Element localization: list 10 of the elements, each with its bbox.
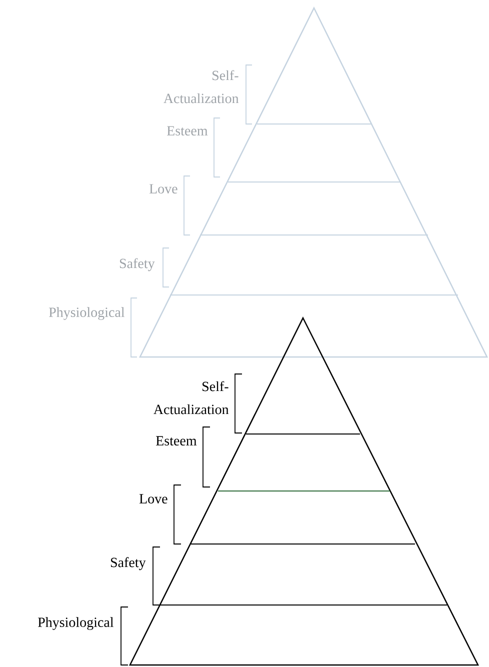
level-label: Safety (120, 258, 155, 272)
level-label: Esteem (167, 126, 208, 136)
level-label: Esteem (156, 436, 197, 446)
level-label: Love (149, 184, 178, 194)
level-label: Physiological (48, 307, 125, 320)
level-label: Love (139, 494, 168, 504)
level-label: Physiological (38, 617, 114, 630)
level-label: Safety (110, 557, 146, 570)
level-label: Self-Actualization (164, 70, 239, 104)
level-label: Self-Actualization (154, 381, 229, 414)
